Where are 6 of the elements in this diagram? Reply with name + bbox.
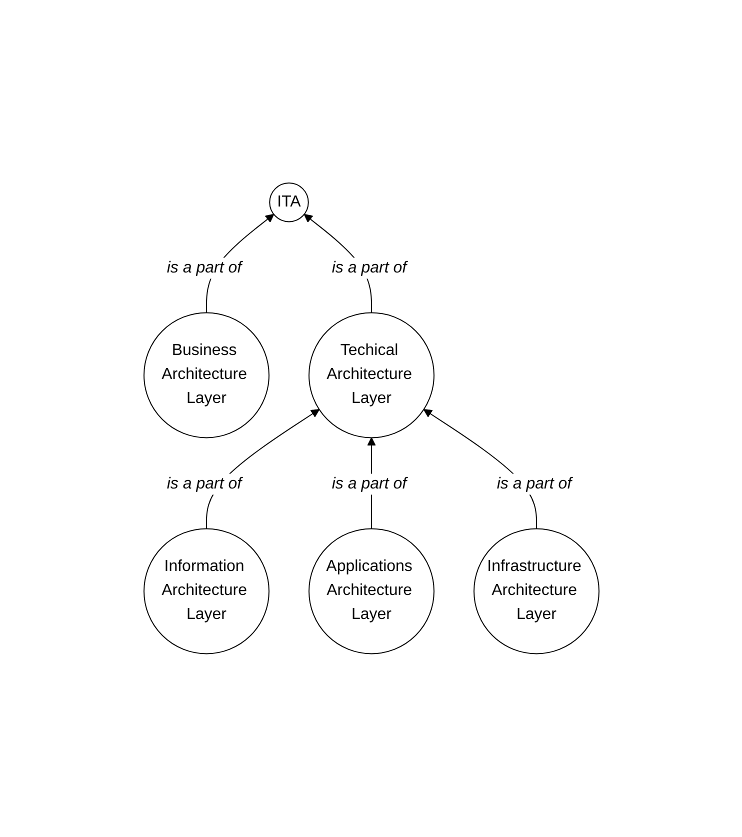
circle-node: Business Architecture Layer xyxy=(143,312,269,438)
circle-node: Techical Architecture Layer xyxy=(308,312,434,438)
circle-node: Information Architecture Layer xyxy=(143,528,269,654)
circle-node: Infrastructure Architecture Layer xyxy=(473,528,599,654)
circle-node: ITA xyxy=(268,182,308,222)
circle-node: Applications Architecture Layer xyxy=(308,528,434,654)
